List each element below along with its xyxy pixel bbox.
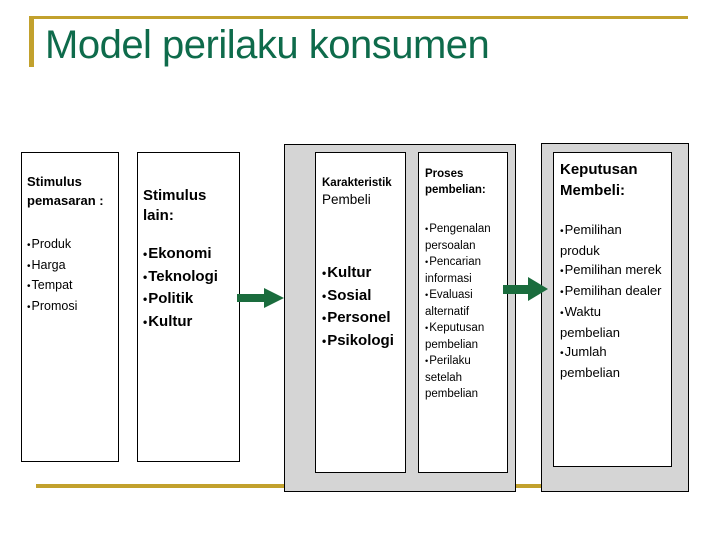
title-left-rule (29, 16, 34, 67)
list-item: Jumlah pembelian (560, 342, 663, 382)
arrow-shaft (503, 284, 529, 294)
list-item: Perilaku setelah pembelian (425, 353, 503, 403)
list-item: Pemilihan dealer (560, 281, 663, 302)
list-item: Keputusan pembelian (425, 320, 503, 353)
list-item: Pengenalan persoalan (425, 221, 503, 254)
bullet-list: ProdukHargaTempatPromosi (27, 235, 114, 317)
arrow-head (528, 277, 548, 301)
box-heading: Karakteristik (322, 177, 392, 189)
bullet-list: Pemilihan produkPemilihan merekPemilihan… (560, 220, 663, 382)
buying-decision-box: Keputusan Membeli: Pemilihan produkPemil… (553, 152, 672, 467)
list-item: Ekonomi (143, 243, 235, 266)
buyer-characteristics-box: Karakteristik Pembeli KulturSosialPerson… (315, 152, 406, 473)
list-item: Politik (143, 288, 235, 311)
bullet-list: KulturSosialPersonelPsikologi (322, 262, 401, 352)
list-item: Waktu pembelian (560, 302, 663, 342)
right-arrow-icon (503, 277, 548, 301)
box-heading: Stimulus pemasaran : (27, 174, 104, 208)
right-arrow-icon (237, 288, 284, 309)
list-item: Evaluasi alternatif (425, 287, 503, 320)
box-heading: Proses pembelian: (425, 168, 486, 196)
list-item: Personel (322, 307, 401, 330)
list-item: Promosi (27, 297, 114, 318)
list-item: Sosial (322, 285, 401, 308)
other-stimulus-box: Stimulus lain: EkonomiTeknologiPolitikKu… (137, 152, 240, 462)
list-item: Harga (27, 256, 114, 277)
bullet-list: EkonomiTeknologiPolitikKultur (143, 243, 235, 333)
box-heading: Stimulus lain: (143, 187, 207, 224)
list-item: Kultur (143, 311, 235, 334)
list-item: Pemilihan produk (560, 220, 663, 260)
box-subheading: Pembeli (322, 192, 371, 207)
list-item: Pemilihan merek (560, 260, 663, 281)
box-heading: Keputusan Membeli: (560, 161, 638, 199)
bullet-list: Pengenalan persoalanPencarian informasiE… (425, 221, 503, 403)
list-item: Produk (27, 235, 114, 256)
arrow-shaft (237, 294, 265, 302)
page-title: Model perilaku konsumen (45, 23, 490, 67)
list-item: Tempat (27, 276, 114, 297)
title-top-rule (29, 16, 688, 19)
list-item: Psikologi (322, 330, 401, 353)
list-item: Teknologi (143, 266, 235, 289)
marketing-stimulus-box: Stimulus pemasaran : ProdukHargaTempatPr… (21, 152, 119, 462)
buying-process-box: Proses pembelian: Pengenalan persoalanPe… (418, 152, 508, 473)
list-item: Pencarian informasi (425, 254, 503, 287)
list-item: Kultur (322, 262, 401, 285)
arrow-head (264, 288, 284, 308)
